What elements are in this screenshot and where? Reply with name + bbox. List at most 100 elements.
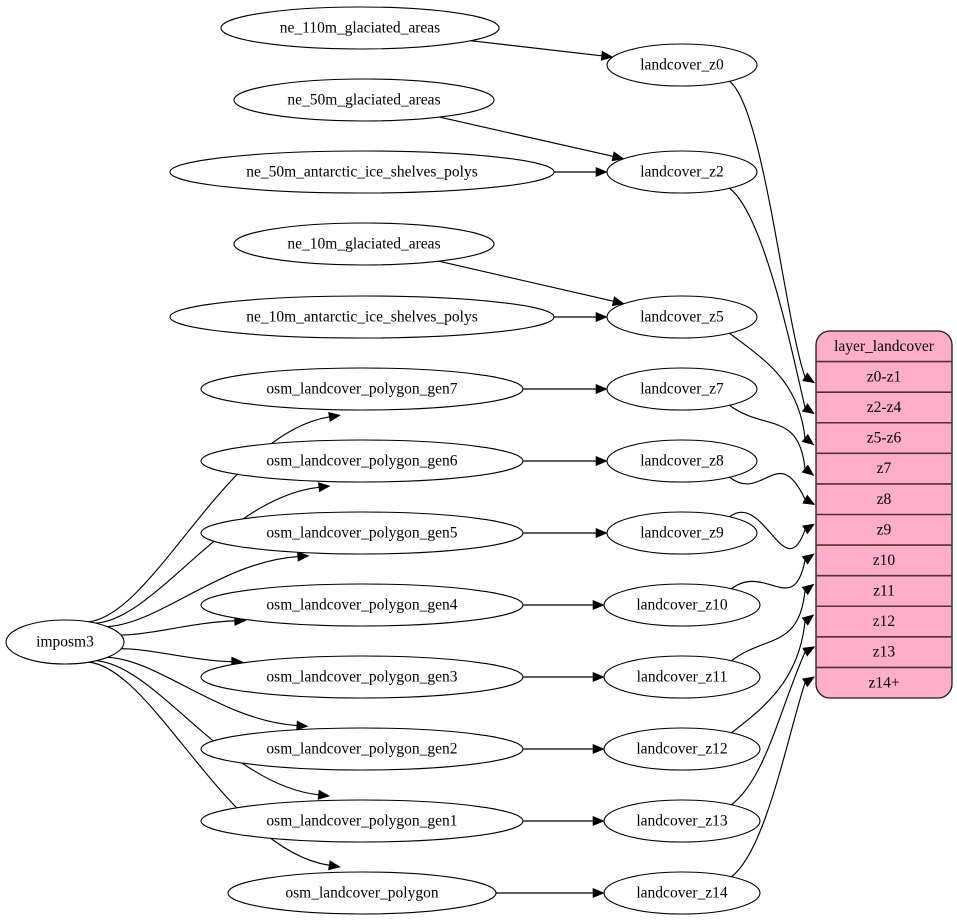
- edge-arrowhead: [592, 887, 605, 899]
- edge-landcover_z14-to-layer_landcover-z14+: [731, 676, 815, 878]
- layer-ellipse[interactable]: [606, 43, 758, 87]
- edge-arrowhead: [317, 789, 331, 800]
- node-landcover_z13[interactable]: landcover_z13: [603, 799, 761, 843]
- layer-ellipse[interactable]: [606, 439, 758, 483]
- edge-line: [120, 620, 235, 636]
- node-landcover_z14[interactable]: landcover_z14: [603, 871, 761, 915]
- node-label: landcover_z12: [636, 741, 727, 758]
- edge-arrowhead: [595, 383, 608, 395]
- node-landcover_z8[interactable]: landcover_z8: [606, 439, 758, 483]
- source-ellipse[interactable]: [200, 367, 524, 411]
- node-label: ne_10m_antarctic_ice_shelves_polys: [246, 309, 478, 326]
- layer-ellipse[interactable]: [606, 511, 758, 555]
- node-landcover_z0[interactable]: landcover_z0: [606, 43, 758, 87]
- node-landcover_z5[interactable]: landcover_z5: [606, 295, 758, 339]
- layer-landcover-table[interactable]: layer_landcoverz0-z1z2-z4z5-z6z7z8z9z10z…: [815, 330, 953, 699]
- node-osm_landcover_polygon_gen2[interactable]: osm_landcover_polygon_gen2: [200, 727, 524, 771]
- node-imposm3[interactable]: imposm3: [5, 619, 125, 665]
- layer-table-row-z14+[interactable]: z14+: [816, 667, 952, 698]
- node-label: imposm3: [36, 634, 94, 651]
- layer-ellipse[interactable]: [606, 295, 758, 339]
- node-ne_10m_antarctic_ice_shelves_polys[interactable]: ne_10m_antarctic_ice_shelves_polys: [169, 295, 555, 339]
- node-label: landcover_z5: [640, 309, 724, 326]
- edge-landcover_z11-to-layer_landcover-z11: [731, 583, 815, 662]
- layer-ellipse[interactable]: [606, 367, 758, 411]
- layer-table-row-z12[interactable]: z12: [816, 606, 952, 637]
- node-landcover_z10[interactable]: landcover_z10: [603, 583, 761, 627]
- node-ne_50m_antarctic_ice_shelves_polys[interactable]: ne_50m_antarctic_ice_shelves_polys: [169, 150, 555, 194]
- source-ellipse[interactable]: [169, 295, 555, 339]
- layer-table-row-z10[interactable]: z10: [816, 545, 952, 576]
- node-label: ne_110m_glaciated_areas: [280, 20, 440, 37]
- layer-ellipse[interactable]: [603, 655, 761, 699]
- node-landcover_z12[interactable]: landcover_z12: [603, 727, 761, 771]
- source-ellipse[interactable]: [220, 6, 500, 50]
- source-ellipse[interactable]: [200, 511, 524, 555]
- node-label: osm_landcover_polygon_gen1: [266, 813, 457, 830]
- edge-arrowhead: [592, 671, 605, 683]
- node-landcover_z7[interactable]: landcover_z7: [606, 367, 758, 411]
- edge-arrowhead: [600, 50, 614, 61]
- node-osm_landcover_polygon[interactable]: osm_landcover_polygon: [227, 871, 497, 915]
- node-landcover_z9[interactable]: landcover_z9: [606, 511, 758, 555]
- node-landcover_z2[interactable]: landcover_z2: [606, 150, 758, 194]
- layer-table-row-z9[interactable]: z9: [816, 515, 952, 546]
- layer-table-row-label: z13: [873, 644, 896, 661]
- edge-arrowhead: [595, 455, 608, 467]
- node-ne_50m_glaciated_areas[interactable]: ne_50m_glaciated_areas: [233, 78, 495, 122]
- root-ellipse[interactable]: [5, 619, 125, 665]
- node-osm_landcover_polygon_gen1[interactable]: osm_landcover_polygon_gen1: [200, 799, 524, 843]
- layer-table-row-z7[interactable]: z7: [816, 453, 952, 484]
- edge-line: [107, 556, 298, 628]
- node-label: osm_landcover_polygon: [285, 885, 439, 902]
- node-landcover_z11[interactable]: landcover_z11: [603, 655, 761, 699]
- layer-table-row-z2-z4[interactable]: z2-z4: [816, 392, 952, 423]
- source-ellipse[interactable]: [233, 78, 495, 122]
- edge-landcover_z10-to-layer_landcover-z10: [731, 553, 815, 590]
- layer-table-row-label: z2-z4: [867, 399, 902, 416]
- source-ellipse[interactable]: [200, 799, 524, 843]
- layer-table-row-label: z5-z6: [867, 430, 902, 447]
- layer-ellipse[interactable]: [603, 799, 761, 843]
- layer-table-row-z5-z6[interactable]: z5-z6: [816, 423, 952, 454]
- edge-line: [438, 260, 614, 302]
- layer-table-row-label: z0-z1: [867, 368, 901, 385]
- node-osm_landcover_polygon_gen4[interactable]: osm_landcover_polygon_gen4: [200, 583, 524, 627]
- edge-arrowhead: [802, 494, 816, 505]
- layer-ellipse[interactable]: [603, 727, 761, 771]
- edge-arrowhead: [595, 527, 608, 539]
- layer-table-row-z0-z1[interactable]: z0-z1: [816, 362, 952, 393]
- node-label: ne_50m_antarctic_ice_shelves_polys: [246, 164, 478, 181]
- source-ellipse[interactable]: [169, 150, 555, 194]
- edge-arrowhead: [328, 411, 341, 422]
- edge-arrowhead: [611, 296, 625, 307]
- edge-line: [95, 660, 319, 796]
- source-ellipse[interactable]: [227, 871, 497, 915]
- node-label: landcover_z2: [640, 164, 724, 181]
- node-osm_landcover_polygon_gen7[interactable]: osm_landcover_polygon_gen7: [200, 367, 524, 411]
- node-ne_110m_glaciated_areas[interactable]: ne_110m_glaciated_areas: [220, 6, 500, 50]
- node-osm_landcover_polygon_gen5[interactable]: osm_landcover_polygon_gen5: [200, 511, 524, 555]
- source-ellipse[interactable]: [200, 583, 524, 627]
- source-ellipse[interactable]: [200, 439, 524, 483]
- edge-osm_landcover_polygon_gen4-to-landcover_z10: [523, 599, 605, 611]
- layer-table-row-z13[interactable]: z13: [816, 637, 952, 668]
- layer-ellipse[interactable]: [603, 583, 761, 627]
- edge-line: [731, 590, 806, 662]
- node-osm_landcover_polygon_gen3[interactable]: osm_landcover_polygon_gen3: [200, 655, 524, 699]
- source-ellipse[interactable]: [200, 655, 524, 699]
- node-ne_10m_glaciated_areas[interactable]: ne_10m_glaciated_areas: [233, 222, 495, 266]
- edge-line: [470, 40, 602, 57]
- edge-imposm3-to-osm_landcover_polygon_gen6: [95, 482, 331, 624]
- layer-table-header: layer_landcover: [834, 338, 935, 355]
- source-ellipse[interactable]: [233, 222, 495, 266]
- layer-table-row-z8[interactable]: z8: [816, 484, 952, 515]
- edge-line: [731, 621, 806, 734]
- layer-table-row-z11[interactable]: z11: [816, 576, 952, 607]
- source-ellipse[interactable]: [200, 727, 524, 771]
- edge-line: [88, 416, 330, 623]
- layer-ellipse[interactable]: [606, 150, 758, 194]
- layer-ellipse[interactable]: [603, 871, 761, 915]
- node-osm_landcover_polygon_gen6[interactable]: osm_landcover_polygon_gen6: [200, 439, 524, 483]
